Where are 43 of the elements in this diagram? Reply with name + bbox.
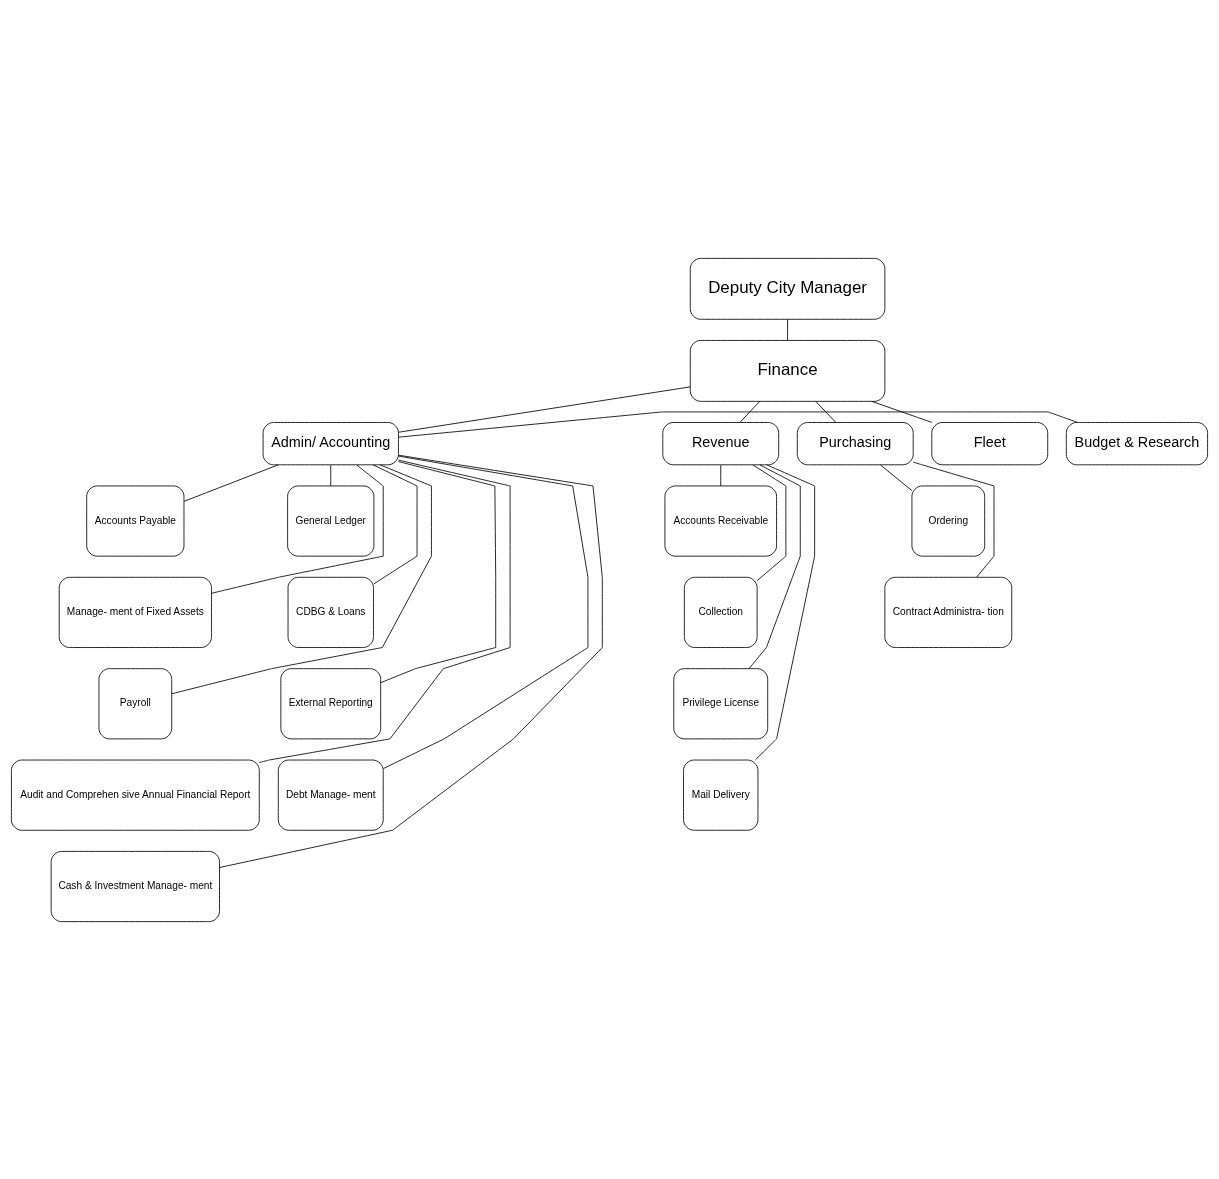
connector: [815, 400, 837, 423]
connector: [183, 463, 279, 502]
connector: [398, 411, 1079, 438]
connector: [219, 454, 603, 868]
connector: [748, 463, 801, 669]
connector: [787, 318, 788, 341]
connector: [752, 464, 787, 581]
connector: [912, 461, 995, 578]
node-box: Admin/ Accounting: [262, 421, 399, 465]
connector: [330, 464, 332, 486]
node-box: Purchasing: [796, 421, 914, 465]
node-box: General Ledger: [287, 485, 375, 557]
node-box: Deputy City Manager: [689, 257, 886, 320]
connector: [871, 400, 933, 423]
connector: [739, 400, 761, 423]
node-box: Accounts Payable: [86, 485, 185, 557]
node-box: Mail Delivery: [683, 759, 759, 831]
node-box: Cash & Investment Manage- ment: [50, 850, 220, 922]
connector: [755, 463, 816, 760]
node-box: Accounts Receivable: [664, 485, 777, 557]
node-box: CDBG & Loans: [287, 576, 374, 648]
node-box: Ordering: [911, 485, 986, 557]
node-box: Collection: [683, 576, 758, 648]
node-box: Debt Manage- ment: [277, 759, 384, 831]
connector: [372, 463, 418, 584]
connector: [383, 455, 589, 769]
connector: [211, 464, 384, 594]
connector: [380, 460, 497, 683]
connector: [398, 385, 691, 433]
node-box: Manage- ment of Fixed Assets: [58, 576, 212, 648]
node-box: Payroll: [98, 667, 173, 739]
node-box: Fleet: [931, 421, 1049, 465]
node-box: Finance: [689, 339, 886, 402]
connector: [880, 464, 913, 491]
node-box: Contract Administra- tion: [884, 576, 1013, 648]
connector: [258, 459, 511, 763]
node-box: Audit and Comprehen sive Annual Financial Report: [11, 759, 260, 831]
node-box: Budget & Research: [1065, 421, 1208, 465]
connector: [720, 464, 722, 486]
node-box: Privilege License: [673, 667, 769, 739]
node-box: External Reporting: [280, 667, 382, 739]
connector: [171, 463, 432, 694]
node-box: Revenue: [662, 421, 780, 465]
